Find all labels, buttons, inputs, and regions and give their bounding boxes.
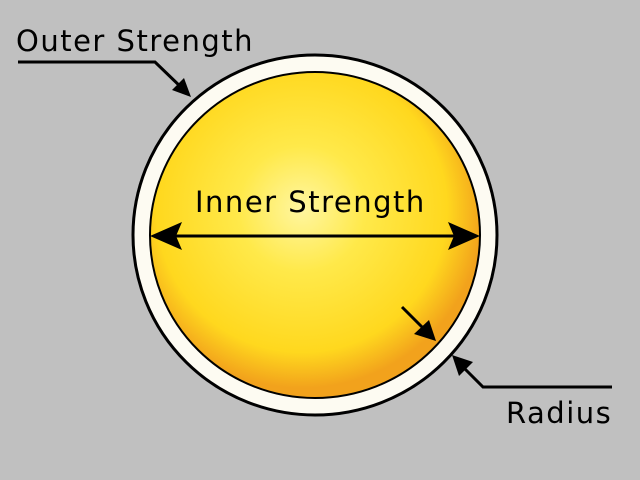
inner-strength-label: Inner Strength (195, 185, 426, 219)
inner-strength-arrow (150, 222, 480, 250)
radius-inner-arrow (400, 305, 436, 341)
outer-strength-arrow (18, 60, 191, 97)
outer-strength-label: Outer Strength (16, 24, 254, 58)
radius-arrow (452, 355, 612, 389)
radius-label: Radius (506, 396, 612, 430)
